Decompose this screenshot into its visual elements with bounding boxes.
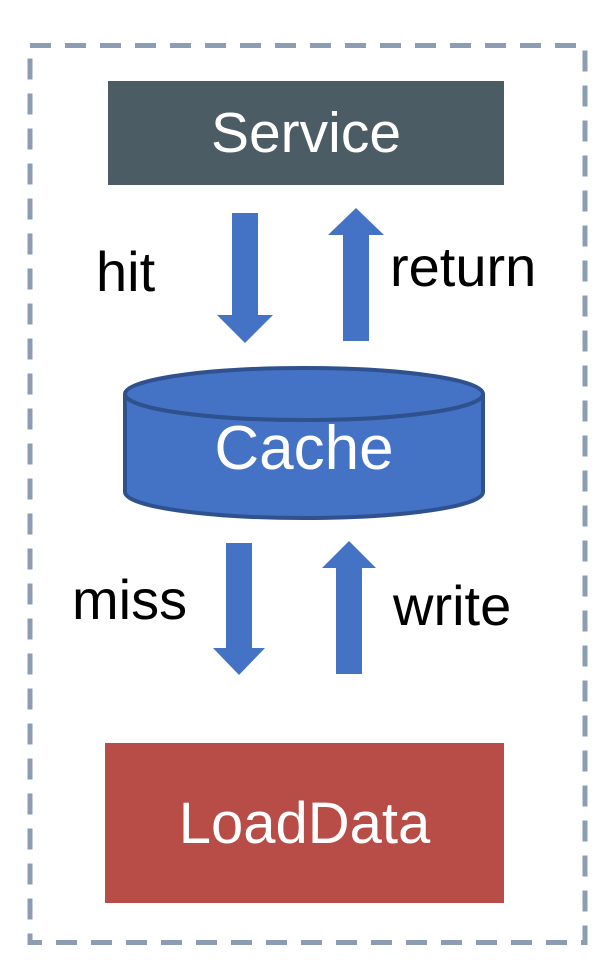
edge-label-hit: hit — [96, 240, 156, 303]
cache-cylinder-top — [123, 366, 485, 422]
node-service: Service — [108, 81, 504, 185]
cache-label: Cache — [214, 413, 394, 483]
arrow-return-icon — [328, 208, 384, 341]
dashed-boundary — [27, 43, 588, 945]
loaddata-label: LoadData — [178, 790, 431, 856]
service-label: Service — [210, 101, 402, 165]
edge-label-write: write — [393, 574, 512, 637]
arrow-hit-icon — [217, 213, 273, 343]
arrow-write-icon — [322, 541, 376, 674]
edge-label-miss: miss — [72, 568, 188, 631]
arrow-miss-icon — [213, 543, 265, 675]
node-loaddata: LoadData — [105, 743, 504, 903]
node-cache: Cache — [125, 402, 483, 494]
edge-label-return: return — [390, 235, 537, 298]
